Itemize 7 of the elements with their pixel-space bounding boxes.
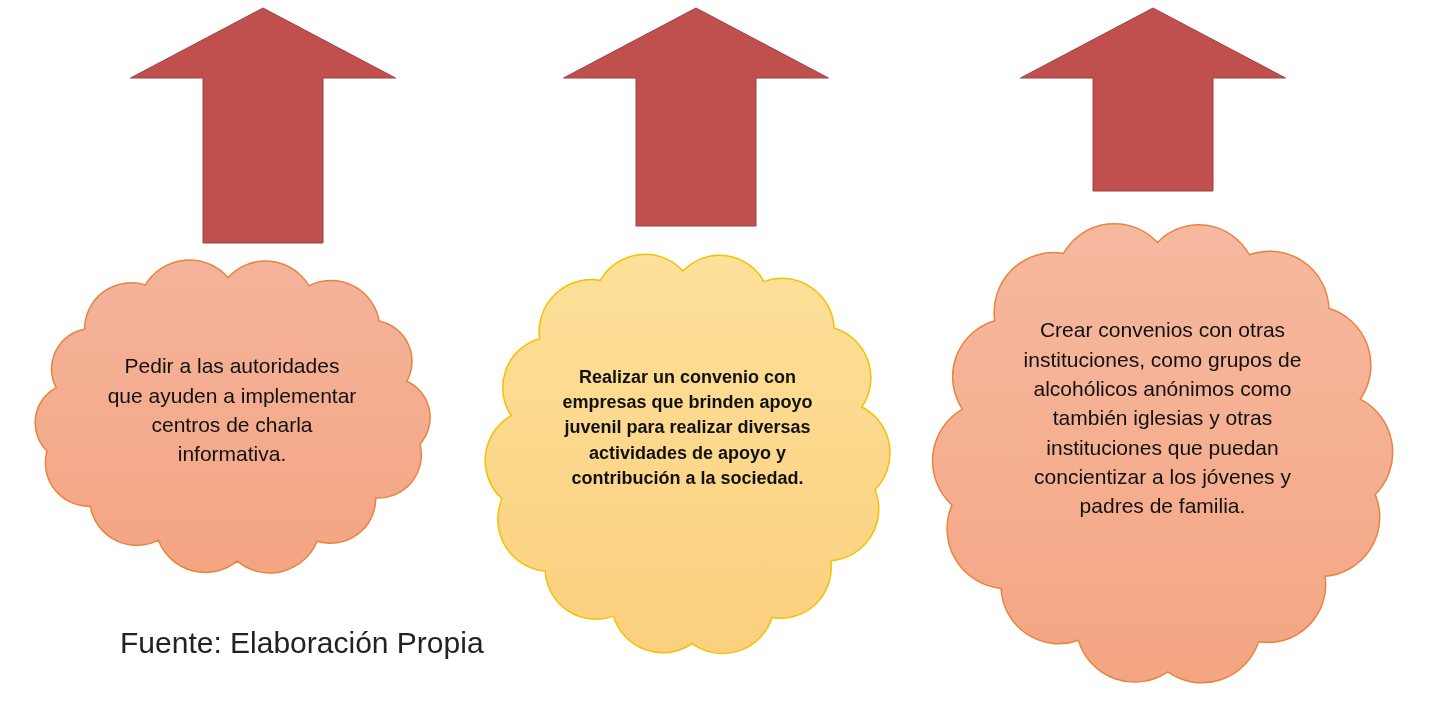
block-arrow (1020, 7, 1286, 192)
cloud-text: Realizar un convenio con empresas que brinden apoyo juvenil para realizar diversas actividades de apoyo y contribución a la sociedad. (561, 366, 814, 490)
cloud-text: Pedir a las autoridades que ayuden a implementar centros de charla informativa. (107, 353, 357, 468)
block-arrow (130, 7, 396, 244)
block-arrow (563, 7, 829, 227)
caption: Fuente: Elaboración Propia (120, 626, 484, 660)
cloud-text: Crear convenios con otras instituciones, como grupos de alcohólicos anónimos como también iglesias y otras instituciones que puedan concientizar a los jóvenes y padres de familia. (1022, 317, 1303, 520)
